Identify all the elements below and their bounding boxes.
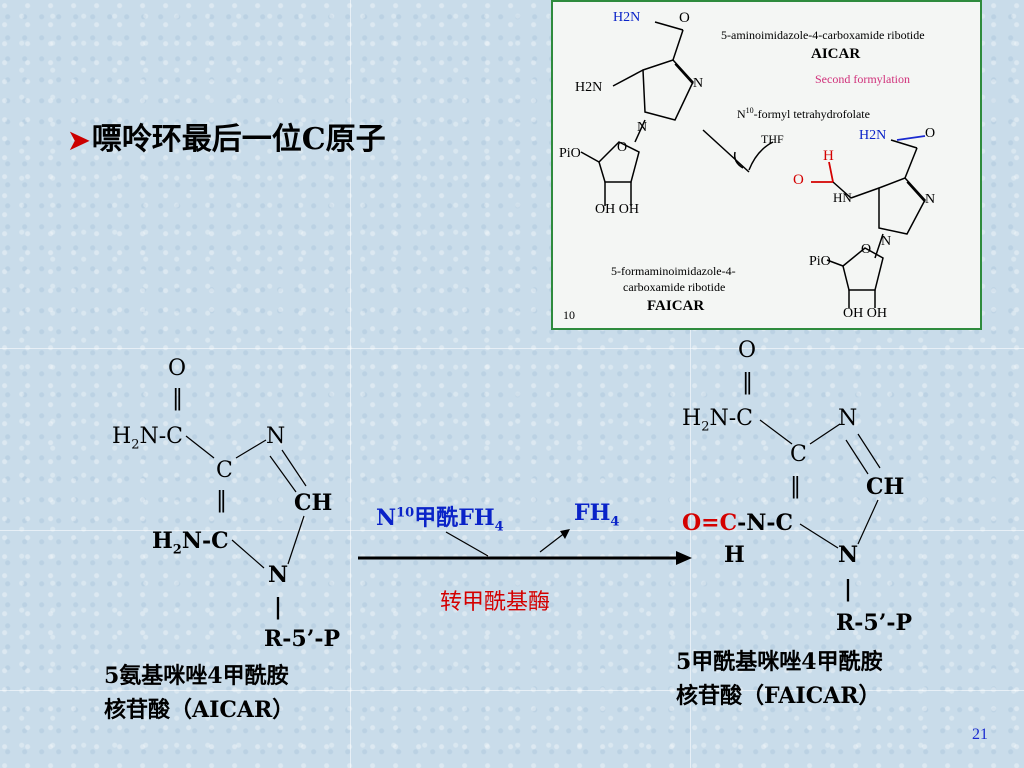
aicar-bond [287, 515, 305, 565]
aicar-bond [281, 449, 307, 487]
aicar-amide-group: H2N-C [112, 424, 183, 453]
cofactor-in-label: N10-formyl tetrahydrofolate [737, 106, 870, 121]
aicar-c-center: C [216, 458, 233, 483]
faicar-ring-n: N [925, 192, 936, 207]
faicar-bond [857, 499, 879, 545]
faicar-bond [759, 419, 793, 445]
aicar-name-line1: 5氨基咪唑4甲酰胺 [104, 663, 289, 689]
page-number: 21 [972, 726, 988, 743]
faicar-name-line2: 核苷酸（FAICAR） [676, 683, 881, 709]
aicar-ring-n: N [266, 424, 286, 449]
aicar-ch: CH [294, 490, 333, 516]
faicar-bond [845, 439, 869, 475]
faicar-full-name-line1: 5-formaminoimidazole-4- [611, 264, 736, 278]
grid-line [690, 0, 691, 768]
aicar-name-line2: 核苷酸（AICAR） [104, 697, 295, 723]
faicar-amide-o: O [925, 126, 936, 141]
aicar-double-bond-2: ‖ [216, 488, 227, 513]
aicar-amide-o: O [168, 356, 187, 381]
cofactor-in-curve [445, 531, 489, 557]
aicar-amine-h2n: H2N [575, 80, 603, 95]
faicar-amide-h2n: H2N [859, 128, 887, 143]
faicar-formyl-group: O=C-N-C [682, 510, 793, 536]
enzyme-label: 转甲酰基酶 [440, 590, 551, 615]
grid-line [0, 530, 1024, 531]
faicar-amide-o: O [738, 338, 757, 363]
faicar-double-bond-2: ‖ [790, 474, 801, 499]
faicar-ribose: R-5’-P [836, 610, 913, 636]
aicar-single-bond: | [274, 594, 283, 620]
aicar-n-bottom: N [268, 562, 289, 588]
reaction-figure-inset: H2N O H2N N N PiO O OH OH 5-aminoimidazo… [551, 0, 982, 330]
inset-structure-drawing [580, 21, 926, 308]
faicar-name-line1: 5甲酰基咪唑4甲酰胺 [676, 649, 883, 675]
faicar-c-center: C [790, 442, 807, 467]
faicar-double-bond: ‖ [742, 370, 753, 395]
step-label: Second formylation [815, 72, 910, 86]
aicar-pio: PiO [559, 146, 581, 161]
aicar-ring-n: N [693, 76, 704, 91]
faicar-formyl-h: H [823, 148, 834, 164]
aicar-ring-n1: N [637, 120, 648, 135]
cofactor-out-curve [539, 531, 567, 553]
aicar-full-name: 5-aminoimidazole-4-carboxamide ribotide [721, 28, 925, 42]
aicar-ribose-o: O [617, 140, 628, 155]
faicar-n-bottom: N [838, 542, 859, 568]
cofactor-out-label: FH4 [574, 500, 620, 530]
aicar-ribose-ohoh: OH OH [595, 202, 639, 217]
faicar-ring-n: N [838, 406, 858, 431]
cofactor-out-label: THF [761, 132, 784, 146]
faicar-ribose-ohoh: OH OH [843, 306, 887, 321]
aicar-amine-group: H2N-C [152, 528, 229, 558]
aicar-bond [185, 435, 215, 459]
arrow-bullet-icon: ➤ [68, 126, 90, 156]
cofactor-out-arrowhead [560, 529, 570, 539]
slide-title: ➤嘌呤环最后一位C原子 [68, 122, 386, 157]
aicar-ribose: R-5’-P [264, 626, 341, 652]
aicar-amide-o: O [679, 10, 690, 26]
faicar-abbreviation: FAICAR [647, 298, 705, 314]
faicar-bond [799, 523, 839, 549]
reaction-arrow-head [676, 551, 692, 565]
aicar-bond [269, 455, 297, 493]
grid-line [350, 0, 351, 768]
grid-line [0, 690, 1024, 691]
aicar-double-bond: ‖ [172, 386, 183, 411]
cofactor-in-label: N10甲酰FH4 [376, 505, 504, 535]
figure-number: 10 [563, 308, 575, 322]
faicar-bond [809, 423, 841, 445]
faicar-hn: HN [833, 190, 852, 205]
faicar-full-name-line2: carboxamide ribotide [623, 280, 726, 294]
faicar-pio: PiO [809, 254, 831, 269]
faicar-ch: CH [866, 474, 905, 500]
faicar-amide-group: H2N-C [682, 406, 753, 435]
faicar-formyl-o: O [793, 172, 804, 188]
aicar-amide-h2n: H2N [613, 10, 641, 25]
grid-line [0, 348, 1024, 349]
faicar-single-bond: | [844, 576, 853, 602]
aicar-bond [231, 539, 265, 569]
aicar-bond [235, 439, 267, 459]
faicar-h: H [724, 542, 745, 568]
faicar-bond [857, 433, 881, 469]
faicar-ring-n1: N [881, 234, 892, 249]
faicar-ribose-o: O [861, 242, 872, 257]
aicar-abbreviation: AICAR [811, 46, 861, 62]
